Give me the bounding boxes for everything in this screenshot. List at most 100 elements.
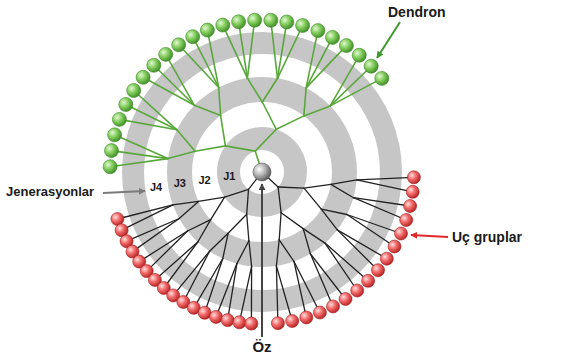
branch-line bbox=[239, 266, 251, 322]
branch-line bbox=[164, 242, 198, 288]
branch-line bbox=[304, 106, 330, 116]
leader-lines bbox=[103, 22, 448, 337]
end-group-sphere bbox=[232, 15, 246, 29]
branch-line bbox=[193, 37, 219, 88]
branch-line bbox=[279, 213, 281, 240]
branch-line bbox=[278, 187, 304, 188]
end-group-sphere bbox=[248, 13, 262, 27]
end-group-sphere bbox=[280, 15, 294, 29]
leader-arrow bbox=[411, 235, 448, 237]
end-group-sphere bbox=[296, 19, 310, 33]
branch-line bbox=[255, 129, 276, 151]
end-groups-label: Uç gruplar bbox=[452, 229, 522, 245]
branch-line bbox=[219, 88, 221, 116]
end-group-sphere bbox=[103, 160, 117, 174]
branch-line bbox=[216, 264, 237, 317]
branch-line bbox=[306, 37, 332, 88]
branch-line bbox=[294, 262, 320, 313]
branch-line bbox=[262, 78, 277, 102]
end-group-sphere bbox=[395, 227, 408, 240]
generation-number: J3 bbox=[174, 177, 186, 190]
end-group-sphere bbox=[406, 185, 419, 198]
end-group-sphere bbox=[119, 98, 133, 112]
branch-line bbox=[321, 209, 347, 214]
branch-line bbox=[225, 189, 249, 197]
branch-line bbox=[306, 31, 318, 88]
branch-line bbox=[276, 116, 304, 129]
branch-line bbox=[195, 146, 225, 151]
generation-number: J4 bbox=[150, 181, 162, 194]
branch-line bbox=[177, 130, 195, 152]
branch-line bbox=[247, 20, 254, 78]
branch-line bbox=[207, 30, 218, 87]
branch-line bbox=[237, 241, 249, 264]
branch-line bbox=[303, 229, 325, 244]
end-group-sphere bbox=[216, 18, 230, 32]
core-label: Öz bbox=[252, 338, 271, 355]
branch-line bbox=[310, 254, 333, 307]
branch-line bbox=[194, 105, 220, 115]
end-group-sphere bbox=[186, 30, 200, 44]
branch-line bbox=[330, 55, 359, 106]
branch-line bbox=[247, 78, 262, 102]
branch-line bbox=[223, 25, 248, 78]
branch-line bbox=[304, 88, 306, 116]
branch-line bbox=[271, 20, 278, 78]
branch-line bbox=[337, 230, 387, 259]
branch-line bbox=[223, 233, 228, 258]
branch-line bbox=[347, 215, 401, 234]
branch-line bbox=[168, 151, 195, 158]
end-group-sphere bbox=[351, 284, 364, 297]
end-group-sphere bbox=[127, 84, 141, 98]
end-group-sphere bbox=[105, 144, 119, 158]
branch-line bbox=[276, 266, 278, 323]
branch-line bbox=[179, 201, 198, 218]
end-group-sphere bbox=[380, 252, 393, 265]
branch-line bbox=[247, 214, 249, 241]
end-group-sphere bbox=[233, 316, 246, 329]
branch-line bbox=[173, 251, 209, 295]
branch-line bbox=[247, 189, 249, 214]
end-group-sphere bbox=[112, 112, 126, 126]
end-group-sphere bbox=[286, 315, 299, 328]
branch-line bbox=[278, 22, 287, 78]
branch-line bbox=[279, 240, 294, 262]
branch-line bbox=[211, 197, 225, 220]
branch-line bbox=[198, 220, 211, 242]
end-group-sphere bbox=[375, 71, 389, 85]
branch-line bbox=[228, 214, 247, 233]
branch-line bbox=[304, 188, 321, 209]
branch-line bbox=[251, 266, 253, 323]
end-group-sphere bbox=[221, 314, 234, 327]
branch-line bbox=[205, 259, 223, 313]
generations-label: Jenerasyonlar bbox=[6, 185, 94, 200]
branch-line bbox=[294, 262, 306, 318]
branch-line bbox=[225, 146, 255, 151]
end-group-sphere bbox=[388, 240, 401, 253]
branch-line bbox=[330, 66, 371, 106]
end-group-sphere bbox=[327, 300, 340, 313]
end-group-sphere bbox=[245, 317, 258, 330]
end-group-sphere bbox=[264, 13, 278, 27]
branch-line bbox=[357, 180, 413, 192]
branch-line bbox=[199, 197, 225, 201]
branch-line bbox=[306, 46, 346, 88]
branch-line bbox=[262, 102, 276, 129]
generation-number: J2 bbox=[198, 174, 210, 187]
branch-line bbox=[276, 240, 279, 266]
end-group-sphere bbox=[339, 293, 352, 306]
end-group-sphere bbox=[352, 48, 366, 62]
branch-line bbox=[110, 159, 168, 167]
end-group-sphere bbox=[136, 70, 150, 84]
branch-line bbox=[122, 205, 173, 230]
branch-line bbox=[278, 187, 281, 213]
end-group-sphere bbox=[159, 47, 173, 61]
generation-number: J1 bbox=[223, 170, 235, 183]
branch-line bbox=[126, 105, 177, 130]
branch-line bbox=[347, 215, 395, 247]
end-group-sphere bbox=[407, 171, 420, 184]
branch-line bbox=[276, 266, 292, 321]
branch-line bbox=[221, 116, 226, 146]
branch-line bbox=[179, 45, 219, 88]
